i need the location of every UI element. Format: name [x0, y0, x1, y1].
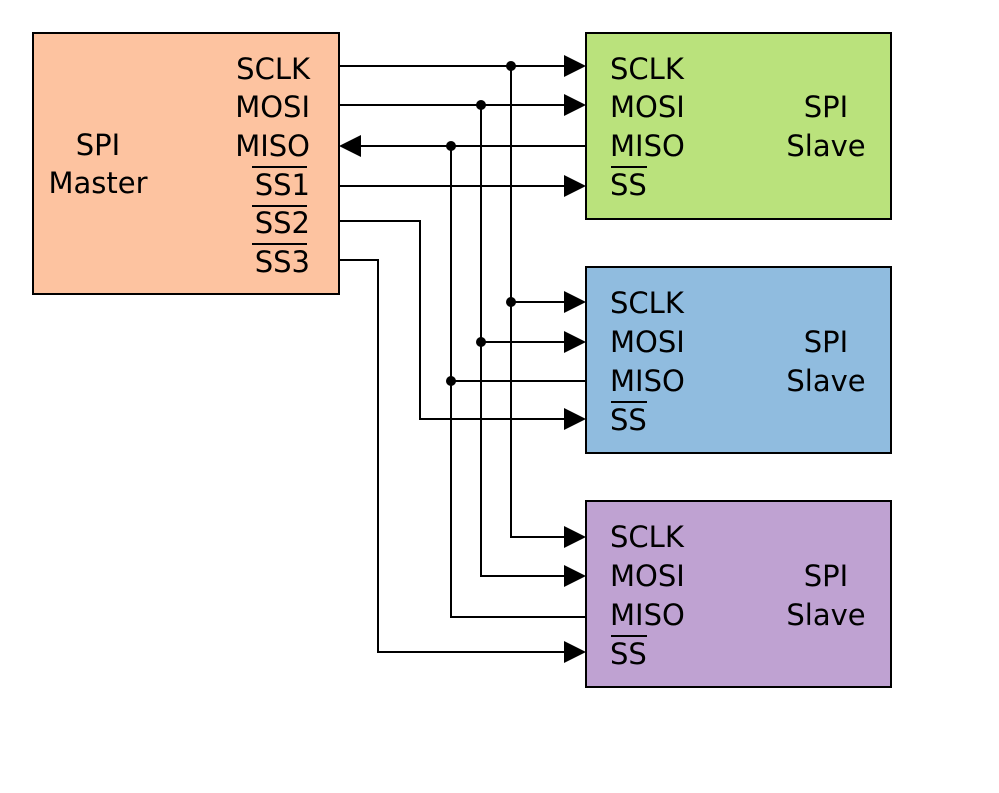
master-box	[32, 32, 340, 295]
slave1-pin-mosi: MOSI	[610, 90, 685, 124]
master-pin-ss2: SS2	[255, 206, 310, 240]
slave1-pin-miso: MISO	[610, 129, 685, 163]
slave1-title-line1: SPI	[804, 90, 848, 124]
slave3-title-line1: SPI	[804, 559, 848, 593]
slave-block-1: SCLK MOSI MISO SS SPI Slave	[585, 32, 892, 220]
slave3-title-line2: Slave	[786, 598, 865, 632]
slave2-title-line1: SPI	[804, 325, 848, 359]
junction-sclk-mid	[506, 297, 516, 307]
wire-mosi-trunk	[480, 105, 564, 577]
slave-block-3: SCLK MOSI MISO SS SPI Slave	[585, 500, 892, 688]
slave2-pin-sclk: SCLK	[610, 286, 685, 320]
slave1-pin-sclk: SCLK	[610, 52, 685, 86]
arrow-slave3-sclk	[564, 526, 586, 548]
master-title-line1: SPI	[76, 128, 120, 162]
slave1-pin-ss: SS	[610, 168, 647, 202]
slave2-pin-ss: SS	[610, 403, 647, 437]
junction-mosi-mid	[476, 337, 486, 347]
arrow-master-miso	[339, 135, 361, 157]
slave3-pin-mosi: MOSI	[610, 559, 685, 593]
arrow-slave1-ss	[564, 175, 586, 197]
slave2-pin-mosi: MOSI	[610, 325, 685, 359]
wire-ss3	[339, 259, 564, 653]
master-pin-mosi: MOSI	[235, 90, 310, 124]
arrow-slave2-ss	[564, 408, 586, 430]
master-block: SPI Master SCLK MOSI MISO SS1 SS2 SS3	[32, 32, 340, 295]
arrow-slave1-sclk	[564, 55, 586, 77]
junction-dots	[446, 61, 516, 386]
slave3-pin-ss: SS	[610, 637, 647, 671]
master-pin-sclk: SCLK	[236, 52, 311, 86]
master-pin-ss3: SS3	[255, 245, 310, 279]
slave-block-2: SCLK MOSI MISO SS SPI Slave	[585, 266, 892, 454]
arrowheads	[339, 55, 586, 663]
junction-mosi-top	[476, 100, 486, 110]
master-title-line2: Master	[48, 166, 147, 200]
slave-box-1	[585, 32, 892, 220]
wire-sclk-trunk	[510, 66, 564, 538]
slave1-title-line2: Slave	[786, 129, 865, 163]
slave3-pin-sclk: SCLK	[610, 520, 685, 554]
arrow-slave2-sclk	[564, 291, 586, 313]
arrow-slave2-mosi	[564, 331, 586, 353]
wire-miso-trunk	[450, 146, 586, 618]
junction-sclk-top	[506, 61, 516, 71]
slave-box-3	[585, 500, 892, 688]
arrow-slave3-ss	[564, 641, 586, 663]
junction-miso-mid	[446, 376, 456, 386]
slave2-title-line2: Slave	[786, 364, 865, 398]
wire-ss2	[339, 220, 564, 420]
slave3-pin-miso: MISO	[610, 598, 685, 632]
slave2-pin-miso: MISO	[610, 364, 685, 398]
master-pin-miso: MISO	[235, 129, 310, 163]
junction-miso-top	[446, 141, 456, 151]
arrow-slave1-mosi	[564, 94, 586, 116]
arrow-slave3-mosi	[564, 565, 586, 587]
master-pin-ss1: SS1	[255, 168, 310, 202]
slave-box-2	[585, 266, 892, 454]
bus-wires	[339, 65, 586, 653]
